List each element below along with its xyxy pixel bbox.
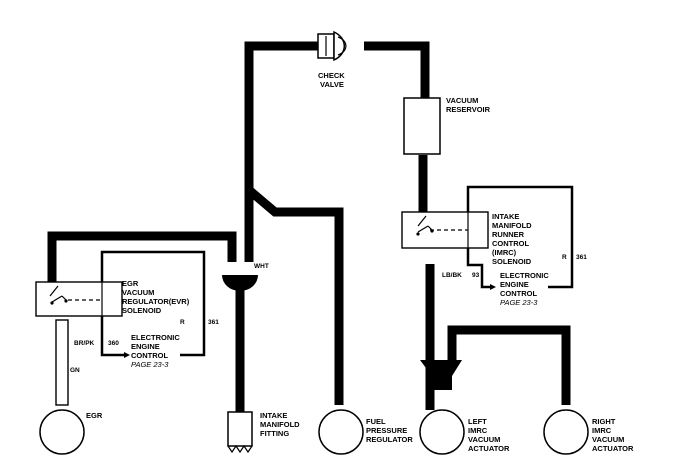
eec-right-label: ELECTRONIC ENGINE CONTROL xyxy=(500,271,551,298)
fuel-pressure-regulator xyxy=(318,409,364,455)
electrical-wires xyxy=(100,185,574,358)
w93-label: 93 xyxy=(472,272,480,279)
vacuum-reservoir-label: VACUUM RESERVOIR xyxy=(446,96,491,114)
wire-imrc-r361 xyxy=(466,185,574,289)
fuel-pressure-regulator-label: FUEL PRESSURE REGULATOR xyxy=(366,417,413,444)
egr-label: EGR xyxy=(86,411,103,420)
hose-to-right-actuator xyxy=(447,325,571,405)
hose-main-trunk xyxy=(244,41,344,405)
check-valve-label: CHECK VALVE xyxy=(318,71,347,89)
r-left-label: R xyxy=(180,319,185,326)
lb-bk-label: LB/BK xyxy=(442,272,462,279)
wire-imrc-93 xyxy=(466,248,490,289)
eec-right-page: PAGE 23-3 xyxy=(500,298,538,307)
left-imrc-actuator xyxy=(419,409,465,455)
left-imrc-actuator-label: LEFT IMRC VACUUM ACTUATOR xyxy=(468,417,510,453)
imrc-solenoid-label: INTAKE MANIFOLD RUNNER CONTROL (IMRC) SO… xyxy=(492,212,534,266)
hose-check-to-reservoir xyxy=(364,41,430,98)
n361-right-label: 361 xyxy=(576,254,587,261)
intake-manifold-fitting xyxy=(227,411,253,454)
wire-egr-360 xyxy=(100,316,124,357)
intake-fitting-label: INTAKE MANIFOLD FITTING xyxy=(260,411,302,438)
right-imrc-actuator-label: RIGHT IMRC VACUUM ACTUATOR xyxy=(592,417,634,453)
egr-tube xyxy=(55,319,69,406)
w360-label: 360 xyxy=(108,340,119,347)
vacuum-hoses xyxy=(47,41,571,414)
wht-label: WHT xyxy=(254,263,269,270)
right-imrc-actuator xyxy=(543,409,589,455)
check-valve xyxy=(317,30,347,62)
eec-left-page: PAGE 23-3 xyxy=(131,360,169,369)
egr-valve xyxy=(39,409,85,455)
egr-solenoid-label: EGR VACUUM REGULATOR(EVR) SOLENOID xyxy=(122,279,191,315)
eec-left-label: ELECTRONIC ENGINE CONTROL xyxy=(131,333,182,360)
n361-left-label: 361 xyxy=(208,319,219,326)
gn-label: GN xyxy=(70,367,80,374)
r-right-label: R xyxy=(562,254,567,261)
br-pk-label: BR/PK xyxy=(74,340,95,347)
wire-egr-r361 xyxy=(100,250,206,357)
vacuum-reservoir xyxy=(403,97,441,155)
imrc-solenoid xyxy=(401,211,489,249)
tee-imrc xyxy=(420,360,462,390)
tee-upper-left xyxy=(222,275,258,291)
hose-egr-solenoid xyxy=(47,231,237,282)
egr-solenoid xyxy=(35,281,123,317)
